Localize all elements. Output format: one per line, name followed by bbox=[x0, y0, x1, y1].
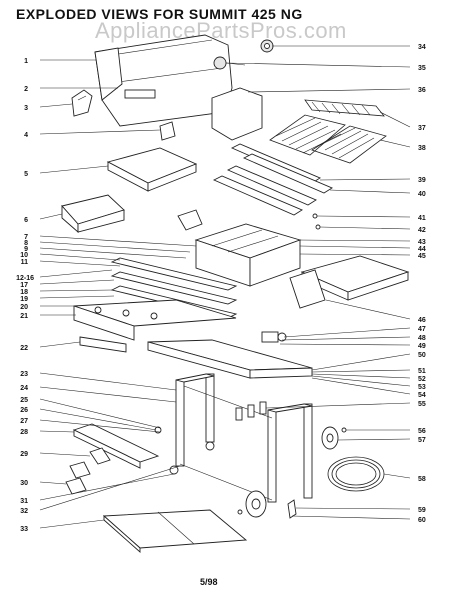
callout-9: 9 bbox=[24, 246, 28, 253]
left-callouts: 1 2 3 4 5 6 7 8 9 10 11 12-16 17 18 19 2… bbox=[16, 58, 34, 533]
callout-54: 54 bbox=[418, 392, 426, 399]
callout-45: 45 bbox=[418, 253, 426, 260]
callout-53: 53 bbox=[418, 384, 426, 391]
callout-29: 29 bbox=[20, 451, 28, 458]
callout-46: 46 bbox=[418, 317, 426, 324]
callout-35: 35 bbox=[418, 65, 426, 72]
callout-41: 41 bbox=[418, 215, 426, 222]
gas-hose-part bbox=[327, 456, 385, 492]
igniter-part bbox=[261, 331, 287, 343]
callout-1: 1 bbox=[24, 58, 28, 65]
frame-part bbox=[147, 339, 313, 503]
callout-8: 8 bbox=[24, 240, 28, 247]
diagram-title: EXPLODED VIEWS FOR SUMMIT 425 NG bbox=[16, 6, 303, 22]
callout-42: 42 bbox=[418, 227, 426, 234]
callout-18: 18 bbox=[20, 289, 28, 296]
tray-part bbox=[61, 194, 125, 233]
screw-part bbox=[315, 224, 321, 230]
callout-3: 3 bbox=[24, 105, 28, 112]
right-side-table-part bbox=[289, 255, 410, 309]
callout-57: 57 bbox=[418, 437, 426, 444]
callout-49: 49 bbox=[418, 343, 426, 350]
burner-bracket-part bbox=[177, 209, 203, 231]
callout-60: 60 bbox=[418, 517, 426, 524]
callout-5: 5 bbox=[24, 171, 28, 178]
callout-7: 7 bbox=[24, 234, 28, 241]
callout-2: 2 bbox=[24, 86, 28, 93]
right-leader-lines bbox=[225, 45, 411, 520]
right-callouts: 34 35 36 37 38 39 40 41 42 43 44 45 46 4… bbox=[418, 44, 426, 524]
name-plate-part bbox=[79, 336, 127, 353]
callout-6: 6 bbox=[24, 217, 28, 224]
cooking-grate-part bbox=[269, 114, 387, 164]
valve-handles-part bbox=[235, 401, 267, 421]
callout-43: 43 bbox=[418, 239, 426, 246]
callout-39: 39 bbox=[418, 177, 426, 184]
lid-part bbox=[94, 34, 233, 127]
screw-part bbox=[312, 213, 318, 219]
callout-56: 56 bbox=[418, 428, 426, 435]
callout-23: 23 bbox=[20, 371, 28, 378]
cart-wheel-part bbox=[237, 490, 267, 518]
left-leader-lines bbox=[39, 59, 197, 529]
hinge-part bbox=[159, 121, 176, 141]
callout-27: 27 bbox=[20, 418, 28, 425]
warming-rack-part bbox=[304, 99, 385, 117]
callout-33: 33 bbox=[20, 526, 28, 533]
callout-48: 48 bbox=[418, 335, 426, 342]
callout-24: 24 bbox=[20, 385, 28, 392]
callout-25: 25 bbox=[20, 397, 28, 404]
callout-47: 47 bbox=[418, 326, 426, 333]
callout-28: 28 bbox=[20, 429, 28, 436]
wheel-part bbox=[321, 426, 347, 450]
callout-44: 44 bbox=[418, 246, 426, 253]
callout-4: 4 bbox=[24, 132, 28, 139]
callout-12-16: 12-16 bbox=[16, 275, 34, 282]
page-number: 5/98 bbox=[200, 577, 218, 587]
callout-38: 38 bbox=[418, 145, 426, 152]
callout-52: 52 bbox=[418, 376, 426, 383]
callout-11: 11 bbox=[21, 259, 29, 266]
callout-19: 19 bbox=[20, 296, 28, 303]
callout-40: 40 bbox=[418, 191, 426, 198]
flavorizer-bars-part bbox=[212, 143, 333, 216]
callout-17: 17 bbox=[20, 282, 28, 289]
control-panel-part bbox=[73, 299, 237, 341]
callout-55: 55 bbox=[418, 401, 426, 408]
catch-pan-part bbox=[65, 423, 160, 495]
callout-51: 51 bbox=[418, 368, 426, 375]
handle-part bbox=[71, 89, 93, 117]
callout-36: 36 bbox=[418, 87, 426, 94]
cookbox-part bbox=[194, 223, 302, 287]
callout-31: 31 bbox=[20, 498, 28, 505]
callout-58: 58 bbox=[418, 476, 426, 483]
callout-50: 50 bbox=[418, 352, 426, 359]
left-side-table-part bbox=[106, 147, 198, 192]
callout-59: 59 bbox=[418, 507, 426, 514]
callout-22: 22 bbox=[20, 345, 28, 352]
callout-20: 20 bbox=[20, 304, 28, 311]
watermark: AppliancePartsPros.com bbox=[95, 18, 347, 43]
bottom-shelf-part bbox=[102, 509, 248, 554]
callout-32: 32 bbox=[20, 508, 28, 515]
hardware-part bbox=[287, 499, 297, 519]
callout-34: 34 bbox=[418, 44, 426, 51]
lid-end-cap-part bbox=[211, 87, 263, 141]
callout-37: 37 bbox=[418, 125, 426, 132]
callout-21: 21 bbox=[20, 313, 28, 320]
callout-30: 30 bbox=[20, 480, 28, 487]
callout-26: 26 bbox=[20, 407, 28, 414]
caster-part bbox=[205, 441, 215, 451]
callout-10: 10 bbox=[20, 252, 28, 259]
